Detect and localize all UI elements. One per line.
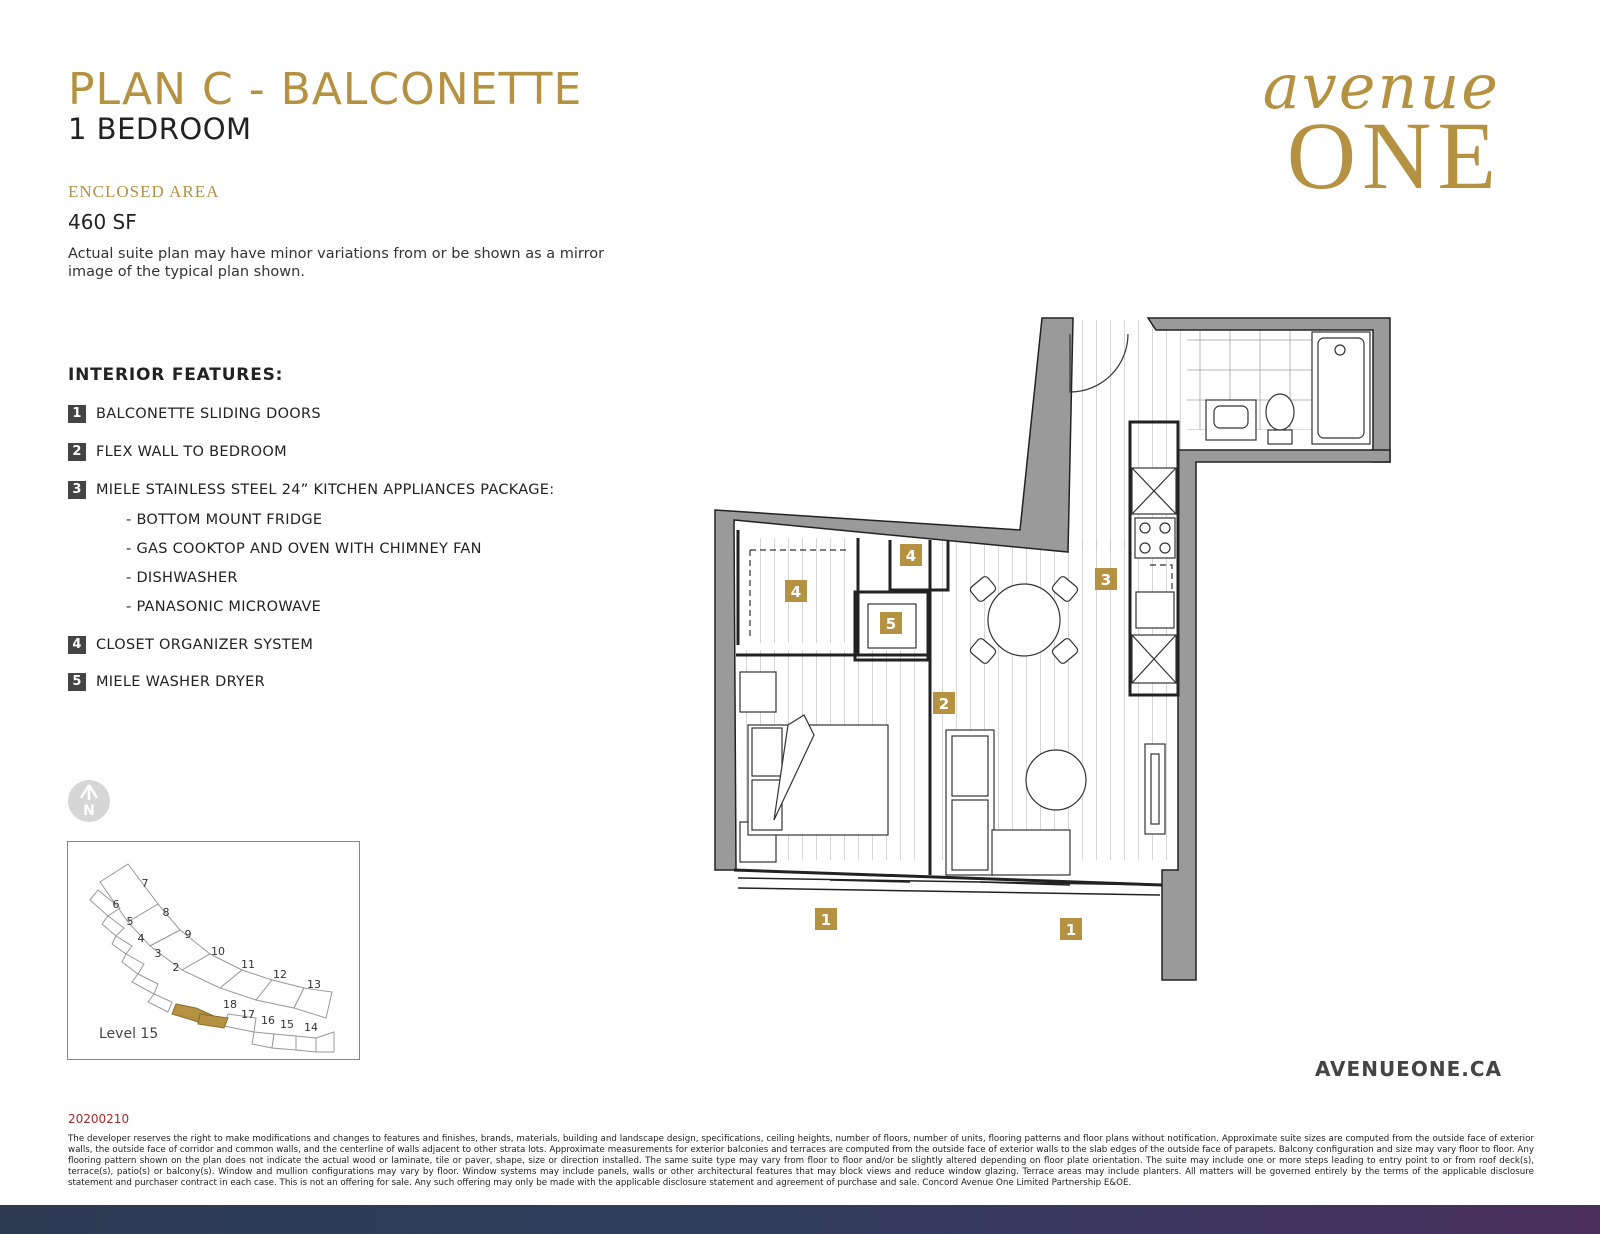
- key-unit-13: 13: [307, 978, 321, 991]
- feature-number: 2: [68, 443, 86, 461]
- feature-number: 3: [68, 481, 86, 499]
- feature-item: 3 MIELE STAINLESS STEEL 24” KITCHEN APPL…: [68, 481, 554, 499]
- closet-tag-b: 4: [906, 547, 916, 565]
- key-unit-8: 8: [163, 906, 170, 919]
- feature-sub-item: - PANASONIC MICROWAVE: [126, 599, 322, 615]
- logo-word: ONE: [1286, 102, 1502, 209]
- feature-number: 1: [68, 405, 86, 423]
- key-unit-2: 2: [173, 961, 180, 974]
- balconette-tag-a: 1: [821, 911, 831, 929]
- closet-tag-a: 4: [791, 583, 801, 601]
- feature-label: MIELE WASHER DRYER: [96, 674, 266, 690]
- kitchen-tag: 3: [1101, 571, 1111, 589]
- key-unit-3: 3: [155, 947, 162, 960]
- feature-sub-item: - DISHWASHER: [126, 570, 238, 586]
- key-unit-15: 15: [280, 1018, 294, 1031]
- feature-number: 5: [68, 673, 86, 691]
- feature-label: BALCONETTE SLIDING DOORS: [96, 406, 321, 422]
- feature-label: CLOSET ORGANIZER SYSTEM: [96, 637, 314, 653]
- features-heading: INTERIOR FEATURES:: [68, 365, 284, 385]
- feature-item: 5 MIELE WASHER DRYER: [68, 673, 265, 691]
- plan-subtitle: 1 BEDROOM: [68, 112, 252, 146]
- feature-item: 4 CLOSET ORGANIZER SYSTEM: [68, 636, 313, 654]
- footer-bar: [0, 1205, 1600, 1234]
- north-arrow-icon: N: [68, 780, 110, 822]
- key-unit-6: 6: [113, 898, 120, 911]
- feature-item: 2 FLEX WALL TO BEDROOM: [68, 443, 287, 461]
- area-value: 460 SF: [68, 210, 137, 234]
- key-unit-11: 11: [241, 958, 255, 971]
- key-unit-14: 14: [304, 1021, 318, 1034]
- key-unit-10: 10: [211, 945, 225, 958]
- floor-plan: 4 4 5 2 3 1 1: [690, 310, 1420, 995]
- key-unit-4: 4: [138, 932, 145, 945]
- date-code: 20200210: [68, 1112, 130, 1126]
- feature-sub-item: - BOTTOM MOUNT FRIDGE: [126, 512, 323, 528]
- laundry-tag: 5: [886, 615, 896, 633]
- north-letter: N: [83, 803, 95, 819]
- feature-label: FLEX WALL TO BEDROOM: [96, 444, 287, 460]
- area-label: ENCLOSED AREA: [68, 182, 220, 201]
- key-unit-5: 5: [127, 915, 134, 928]
- key-plan-level: Level 15: [99, 1026, 159, 1042]
- plan-note: Actual suite plan may have minor variati…: [68, 246, 605, 280]
- disclaimer: The developer reserves the right to make…: [68, 1134, 1534, 1188]
- balconette-tag-b: 1: [1066, 921, 1076, 939]
- key-unit-1: 1: [186, 976, 193, 989]
- key-unit-18: 18: [223, 998, 237, 1011]
- key-unit-19: 19: [201, 987, 215, 1000]
- feature-number: 4: [68, 636, 86, 654]
- key-unit-16: 16: [261, 1014, 275, 1027]
- key-unit-12: 12: [273, 968, 287, 981]
- feature-label: MIELE STAINLESS STEEL 24” KITCHEN APPLIA…: [96, 482, 555, 498]
- flex-wall-tag: 2: [939, 695, 949, 713]
- plan-title: PLAN C - BALCONETTE: [68, 64, 583, 115]
- feature-sub-item: - GAS COOKTOP AND OVEN WITH CHIMNEY FAN: [126, 541, 482, 557]
- key-plan: 7 6 5 4 3 2 1 19 18 17 16 15 14 8 9 10 1…: [67, 841, 360, 1060]
- key-unit-17: 17: [241, 1008, 255, 1021]
- key-unit-9: 9: [185, 928, 192, 941]
- logo-script: avenue: [1262, 50, 1500, 123]
- website-link[interactable]: AVENUEONE.CA: [1314, 1057, 1502, 1081]
- feature-item: 1 BALCONETTE SLIDING DOORS: [68, 405, 321, 423]
- key-unit-7: 7: [142, 877, 149, 890]
